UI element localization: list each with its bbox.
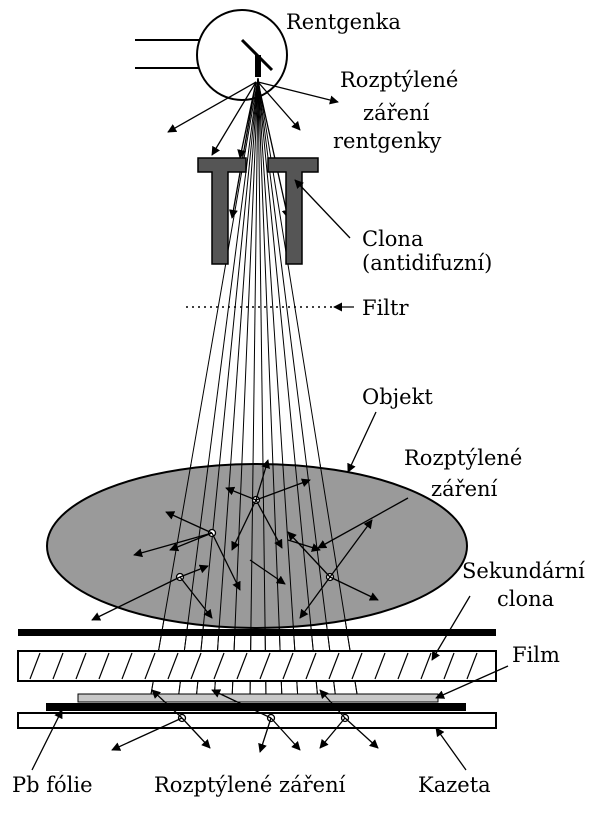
grid-slat (121, 652, 133, 680)
grid-slat (75, 652, 87, 680)
tube-scatter-arrows (167, 81, 339, 219)
pb-foil (46, 703, 466, 711)
label-tube-scatter-1: Rozptýlené (340, 68, 458, 92)
grid-slat (144, 652, 156, 680)
label-object-scatter-2: záření (431, 477, 498, 501)
object-body (46, 463, 468, 629)
grid-slat (98, 652, 110, 680)
grid-slat (328, 652, 340, 680)
grid-slat (374, 652, 386, 680)
grid-top-plate (18, 629, 496, 636)
label-tube: Rentgenka (286, 10, 401, 34)
label-cassette: Kazeta (418, 773, 491, 797)
grid-slat (190, 652, 202, 680)
xray-tube (135, 9, 288, 101)
collimator (197, 157, 319, 265)
label-collimator-1: Clona (362, 227, 423, 251)
secondary-grid (17, 650, 497, 682)
label-object: Objekt (362, 385, 433, 409)
label-grid-1: Sekundární (462, 559, 585, 583)
grid-slat (29, 652, 41, 680)
label-tube-scatter-3: rentgenky (333, 129, 442, 153)
label-pb-foil: Pb fólie (12, 773, 93, 797)
label-bottom-scatter: Rozptýlené záření (154, 773, 346, 797)
grid-slat (397, 652, 409, 680)
label-grid-2: clona (497, 587, 554, 611)
grid-slat (236, 652, 248, 680)
leader-lines (31, 179, 509, 771)
grid-slat (420, 652, 432, 680)
grid-slat (282, 652, 294, 680)
object-scatter-arrows (91, 459, 379, 621)
grid-slat (213, 652, 225, 680)
tube-envelope (196, 9, 288, 101)
label-filter: Filtr (362, 296, 409, 320)
label-tube-scatter-2: záření (363, 101, 430, 125)
label-collimator-2: (antidifuzní) (362, 251, 492, 275)
label-film: Film (512, 643, 560, 667)
grid-slat (351, 652, 363, 680)
bottom-scatter-arrows (111, 689, 379, 753)
grid-slat (167, 652, 179, 680)
grid-slat (259, 652, 271, 680)
tube-focus (255, 55, 261, 77)
grid-slat (305, 652, 317, 680)
label-object-scatter-1: Rozptýlené (404, 446, 522, 470)
grid-slat (466, 652, 478, 680)
cassette (17, 712, 497, 729)
film (77, 693, 439, 703)
grid-slat (443, 652, 455, 680)
grid-slat (52, 652, 64, 680)
